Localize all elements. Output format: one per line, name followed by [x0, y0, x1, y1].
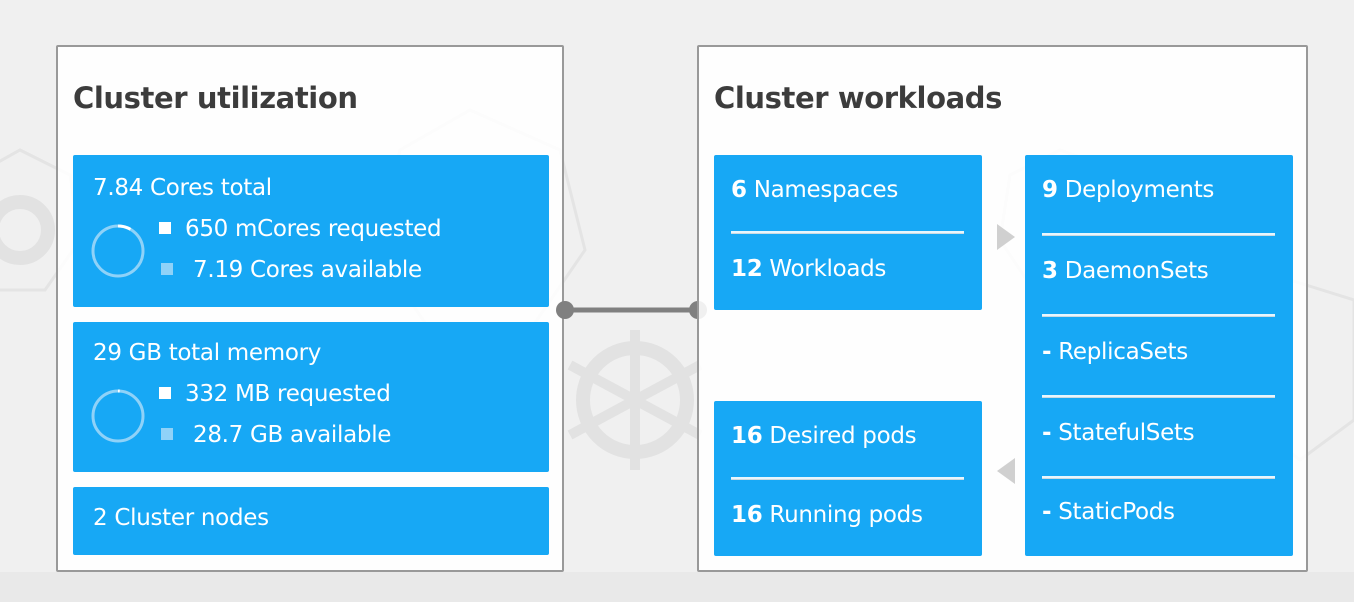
staticpods-label: StaticPods [1051, 499, 1175, 525]
running-pods-label: Running pods [762, 502, 923, 528]
divider [1042, 314, 1275, 317]
replicasets-item[interactable]: - ReplicaSets [1042, 339, 1188, 365]
requested-legend-square [159, 222, 171, 234]
divider [731, 231, 964, 234]
divider [1042, 395, 1275, 398]
namespaces-label: Namespaces [746, 177, 899, 203]
cluster-utilization-title: Cluster utilization [73, 81, 358, 115]
workloads-count: 12 [731, 256, 763, 282]
desired-pods-item[interactable]: 16 Desired pods [731, 423, 917, 449]
requested-legend-square [159, 387, 171, 399]
cpu-requested-arc [91, 224, 145, 278]
memory-requested-arc [91, 389, 145, 443]
workloads-item[interactable]: 12 Workloads [731, 256, 886, 282]
memory-available-row: 28.7 GB available [159, 422, 391, 448]
daemonsets-item[interactable]: 3 DaemonSets [1042, 258, 1209, 284]
cpu-requested-label: 650 mCores requested [185, 216, 442, 242]
memory-total-label: 29 GB total memory [93, 340, 322, 366]
available-legend-square [161, 428, 173, 440]
staticpods-item[interactable]: - StaticPods [1042, 499, 1175, 525]
controllers-tile[interactable]: 9 Deployments 3 DaemonSets - ReplicaSets… [1025, 155, 1293, 556]
replicasets-label: ReplicaSets [1051, 339, 1188, 365]
daemonsets-label: DaemonSets [1057, 258, 1209, 284]
cluster-utilization-panel: Cluster utilization 7.84 Cores total 650… [56, 45, 564, 572]
statefulsets-count: - [1042, 420, 1052, 446]
deployments-count: 9 [1042, 177, 1058, 203]
cpu-available-row: 7.19 Cores available [159, 257, 422, 283]
connector-line-icon [556, 301, 707, 319]
divider [1042, 476, 1275, 479]
statefulsets-label: StatefulSets [1051, 420, 1195, 446]
memory-tile[interactable]: 29 GB total memory 332 MB requested 28.7… [73, 322, 549, 472]
cpu-total-label: 7.84 Cores total [93, 175, 272, 201]
workloads-label: Workloads [762, 256, 887, 282]
cluster-nodes-label: 2 Cluster nodes [93, 505, 269, 531]
statefulsets-item[interactable]: - StatefulSets [1042, 420, 1195, 446]
divider [1042, 233, 1275, 236]
pods-tile[interactable]: 16 Desired pods 16 Running pods [714, 401, 982, 556]
namespaces-workloads-tile[interactable]: 6 Namespaces 12 Workloads [714, 155, 982, 310]
cpu-available-label: 7.19 Cores available [193, 257, 422, 283]
cpu-donut-icon [91, 224, 145, 278]
cpu-requested-row: 650 mCores requested [159, 216, 442, 242]
desired-pods-count: 16 [731, 423, 763, 449]
staticpods-count: - [1042, 499, 1052, 525]
memory-donut-icon [91, 389, 145, 443]
cluster-nodes-tile[interactable]: 2 Cluster nodes [73, 487, 549, 555]
running-pods-count: 16 [731, 502, 763, 528]
running-pods-item[interactable]: 16 Running pods [731, 502, 923, 528]
memory-available-label: 28.7 GB available [193, 422, 392, 448]
namespaces-count: 6 [731, 177, 747, 203]
namespaces-item[interactable]: 6 Namespaces [731, 177, 898, 203]
cluster-workloads-panel: Cluster workloads 6 Namespaces 12 Worklo… [697, 45, 1308, 572]
daemonsets-count: 3 [1042, 258, 1058, 284]
triangle-right-icon [997, 224, 1015, 250]
deployments-label: Deployments [1057, 177, 1215, 203]
cpu-tile[interactable]: 7.84 Cores total 650 mCores requested 7.… [73, 155, 549, 307]
triangle-left-icon [997, 458, 1015, 484]
memory-requested-label: 332 MB requested [185, 381, 391, 407]
memory-requested-row: 332 MB requested [159, 381, 391, 407]
desired-pods-label: Desired pods [762, 423, 917, 449]
replicasets-count: - [1042, 339, 1052, 365]
divider [731, 477, 964, 480]
cluster-workloads-title: Cluster workloads [714, 81, 1003, 115]
available-legend-square [161, 263, 173, 275]
deployments-item[interactable]: 9 Deployments [1042, 177, 1214, 203]
